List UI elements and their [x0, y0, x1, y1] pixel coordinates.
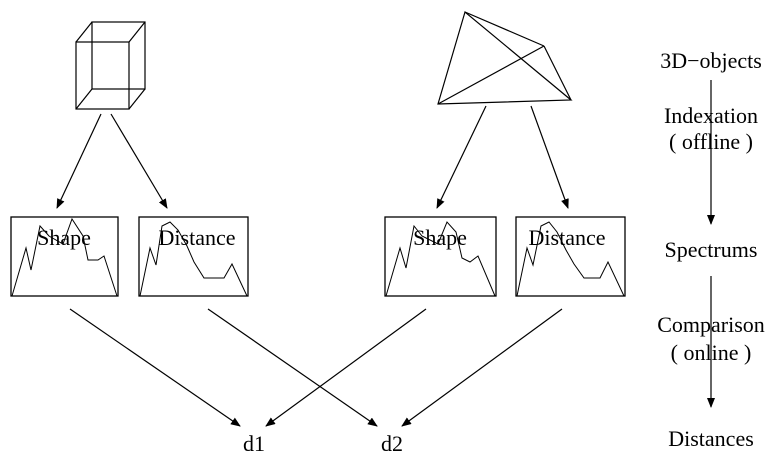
panel-title: Shape — [413, 225, 467, 250]
stage-indexation-mode: ( offline ) — [669, 129, 753, 154]
stage-comparison-mode: ( online ) — [671, 340, 752, 365]
cube-object — [75, 21, 146, 110]
stage-indexation-label: Indexation — [664, 103, 758, 128]
tetrahedron-object — [437, 10, 573, 105]
spectrum-panel-3: Shape — [384, 216, 497, 297]
comparison-arrows — [69, 308, 563, 427]
stage-distances-label: Distances — [668, 426, 754, 451]
stage-comparison-label: Comparison — [657, 312, 765, 337]
distance-d1-label: d1 — [243, 431, 265, 456]
indexation-arrows — [56, 105, 569, 209]
stage-spectrums-label: Spectrums — [665, 237, 758, 262]
panel-title: Distance — [529, 225, 606, 250]
spectrum-panel-2: Distance — [138, 216, 249, 297]
pipeline-stages: 3D−objects Indexation ( offline ) Spectr… — [657, 48, 765, 451]
panel-title: Distance — [159, 225, 236, 250]
panel-title: Shape — [37, 225, 91, 250]
stage-objects-label: 3D−objects — [660, 48, 762, 73]
spectrum-panel-4: Distance — [515, 216, 626, 297]
spectrum-panel-1: Shape — [10, 216, 119, 297]
distance-d2-label: d2 — [381, 431, 403, 456]
